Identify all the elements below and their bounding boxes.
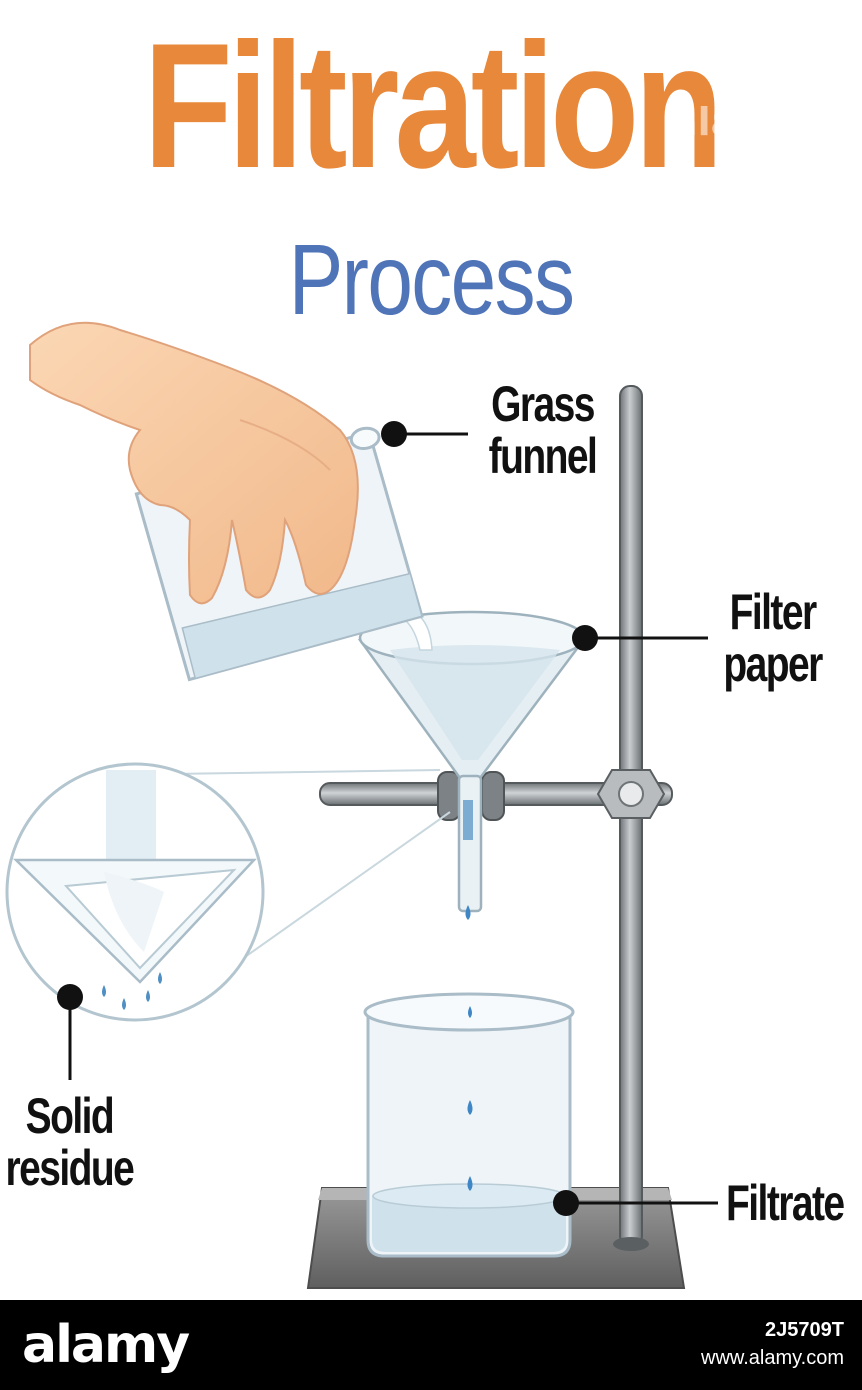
label-grass-funnel: Grass funnel [484,378,601,482]
label-filter-paper-line1: Filter [729,584,818,640]
image-id: 2J5709T [765,1319,844,1341]
title-filtration: Filtration [143,6,723,205]
title-process: Process [288,224,575,336]
label-filtrate: Filtrate [726,1175,845,1231]
pointer-grass-funnel [381,421,468,447]
label-grass-funnel-line2: funnel [488,428,598,484]
zoom-inset [5,762,451,1022]
watermark-text: alamy [672,100,801,144]
label-filter-paper-line2: paper [723,636,823,692]
stock-footer: alamy 2J5709T www.alamy.com [0,1300,862,1390]
glass-funnel [357,610,588,920]
label-filter-paper: Filter paper [718,586,827,690]
label-solid-residue-line1: Solid [25,1088,115,1144]
filtration-illustration [5,321,718,1289]
pointer-filtrate [553,1190,718,1216]
label-solid-residue-line2: residue [5,1140,135,1196]
diagram-canvas: Filtration Process alamy [0,6,846,1289]
alamy-logo: alamy [22,1315,190,1375]
label-solid-residue: Solid residue [0,1090,139,1194]
hand-illustration [29,321,359,605]
label-grass-funnel-line1: Grass [491,376,595,432]
pointer-filter-paper [572,625,708,651]
pointer-solid-residue [57,984,83,1080]
receiving-beaker [363,992,575,1258]
footer-url: www.alamy.com [701,1347,844,1369]
